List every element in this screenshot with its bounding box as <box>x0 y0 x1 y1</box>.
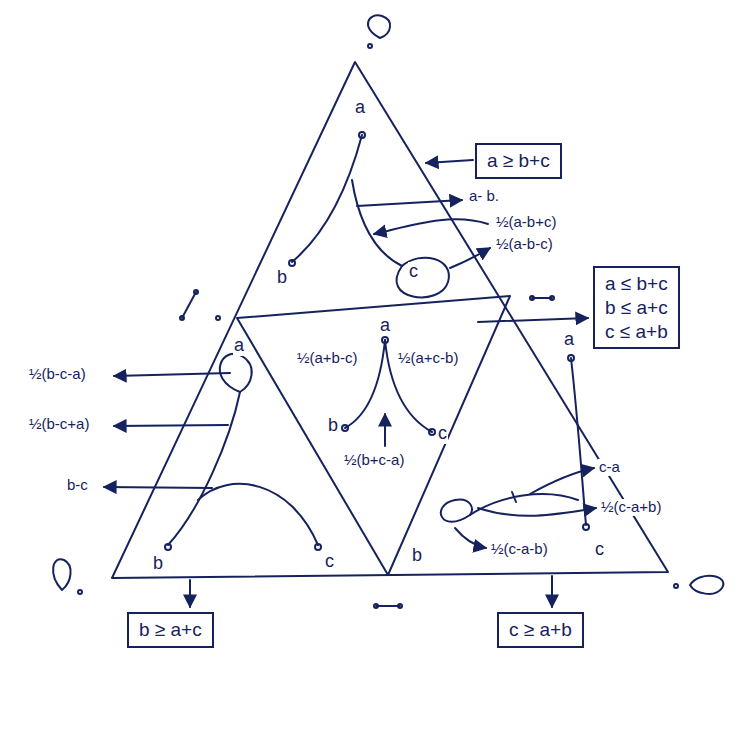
leader-arrow <box>478 318 588 322</box>
leader-arrow <box>374 219 488 234</box>
length-label: ½(c-a+b) <box>600 499 662 516</box>
vertex-label: c <box>408 262 419 282</box>
segment-symbol <box>182 292 196 318</box>
loop <box>397 258 449 298</box>
leader-arrow <box>530 468 594 494</box>
segment-symbol <box>376 605 400 607</box>
vertex-label: b <box>411 546 423 566</box>
dot-symbol <box>374 604 378 608</box>
leader-arrow <box>104 487 212 488</box>
leader-arrow <box>450 248 490 268</box>
condition-text: c ≥ a+b <box>509 618 572 642</box>
vertex-label: b <box>327 416 339 436</box>
loop-symbol <box>53 559 70 590</box>
vertex-label: c <box>594 540 605 560</box>
length-label: ½(a+b-c) <box>296 350 358 367</box>
dot-symbol <box>194 290 198 294</box>
condition-text: a ≤ b+c <box>605 272 668 296</box>
length-label: ½(a-b-c) <box>495 236 554 253</box>
loop-symbol <box>368 15 390 38</box>
dot-symbol <box>368 44 372 48</box>
condition-box: a ≥ b+c <box>475 143 562 179</box>
dot-symbol <box>530 296 534 300</box>
condition-text: a ≥ b+c <box>487 149 550 173</box>
length-label: b-c <box>66 477 89 494</box>
length-label: ½(a+c-b) <box>397 350 459 367</box>
tree-edge <box>168 392 240 545</box>
dot-symbol <box>78 590 82 594</box>
vertex-dot <box>568 355 574 361</box>
outer-triangle <box>112 62 668 578</box>
leader-arrow <box>114 425 228 426</box>
condition-text: b ≥ a+c <box>139 618 202 642</box>
dot-symbol <box>180 316 184 320</box>
vertex-label: a <box>563 330 575 350</box>
length-label: ½(b-c+a) <box>28 416 90 433</box>
vertex-label: a <box>379 316 391 336</box>
tick <box>512 492 516 502</box>
condition-text: b ≤ a+c <box>605 296 668 320</box>
vertex-label: b <box>276 268 288 288</box>
length-label: a- b. <box>468 188 500 205</box>
tree-edge <box>470 494 578 515</box>
vertex-label: a <box>354 98 366 118</box>
length-label: ½(b-c-a) <box>28 366 87 383</box>
vertex-dot <box>429 429 435 435</box>
tree-edge <box>352 180 402 266</box>
loop-symbol <box>690 576 723 594</box>
leader-arrow <box>189 580 191 607</box>
dot-symbol <box>550 296 554 300</box>
leader-arrow <box>384 414 386 446</box>
length-label: c-a <box>598 459 621 476</box>
length-label: ½(c-a-b) <box>490 541 549 558</box>
dot-symbol <box>216 316 220 320</box>
condition-text: c ≤ a+b <box>605 320 668 344</box>
condition-box: a ≤ b+cb ≤ a+cc ≤ a+b <box>593 266 680 349</box>
vertex-dot <box>342 425 348 431</box>
vertex-dot <box>382 337 388 343</box>
tree-edge <box>198 484 318 545</box>
leader-arrow <box>357 200 462 206</box>
vertex-label: c <box>324 552 335 572</box>
length-label: ½(a-b+c) <box>495 214 557 231</box>
dot-symbol <box>398 604 402 608</box>
vertex-label: a <box>233 336 245 356</box>
vertex-dot <box>315 544 321 550</box>
loop <box>441 499 472 521</box>
dot-symbol <box>674 584 678 588</box>
vertex-label: b <box>152 554 164 574</box>
vertex-dot <box>165 544 171 550</box>
length-label: ½(b+c-a) <box>343 452 405 469</box>
vertex-dot <box>359 132 365 138</box>
leader-arrow <box>551 576 553 607</box>
condition-box: b ≥ a+c <box>127 612 214 648</box>
vertex-label: c <box>437 424 448 444</box>
inner-triangle <box>237 296 510 575</box>
leader-arrow <box>478 508 596 516</box>
vertex-dot <box>583 524 589 530</box>
leader-arrow <box>114 373 230 376</box>
tree-edge <box>292 135 362 262</box>
vertex-dot <box>289 260 295 266</box>
condition-box: c ≥ a+b <box>497 612 584 648</box>
leader-arrow <box>455 528 486 548</box>
leader-arrow <box>426 160 473 163</box>
